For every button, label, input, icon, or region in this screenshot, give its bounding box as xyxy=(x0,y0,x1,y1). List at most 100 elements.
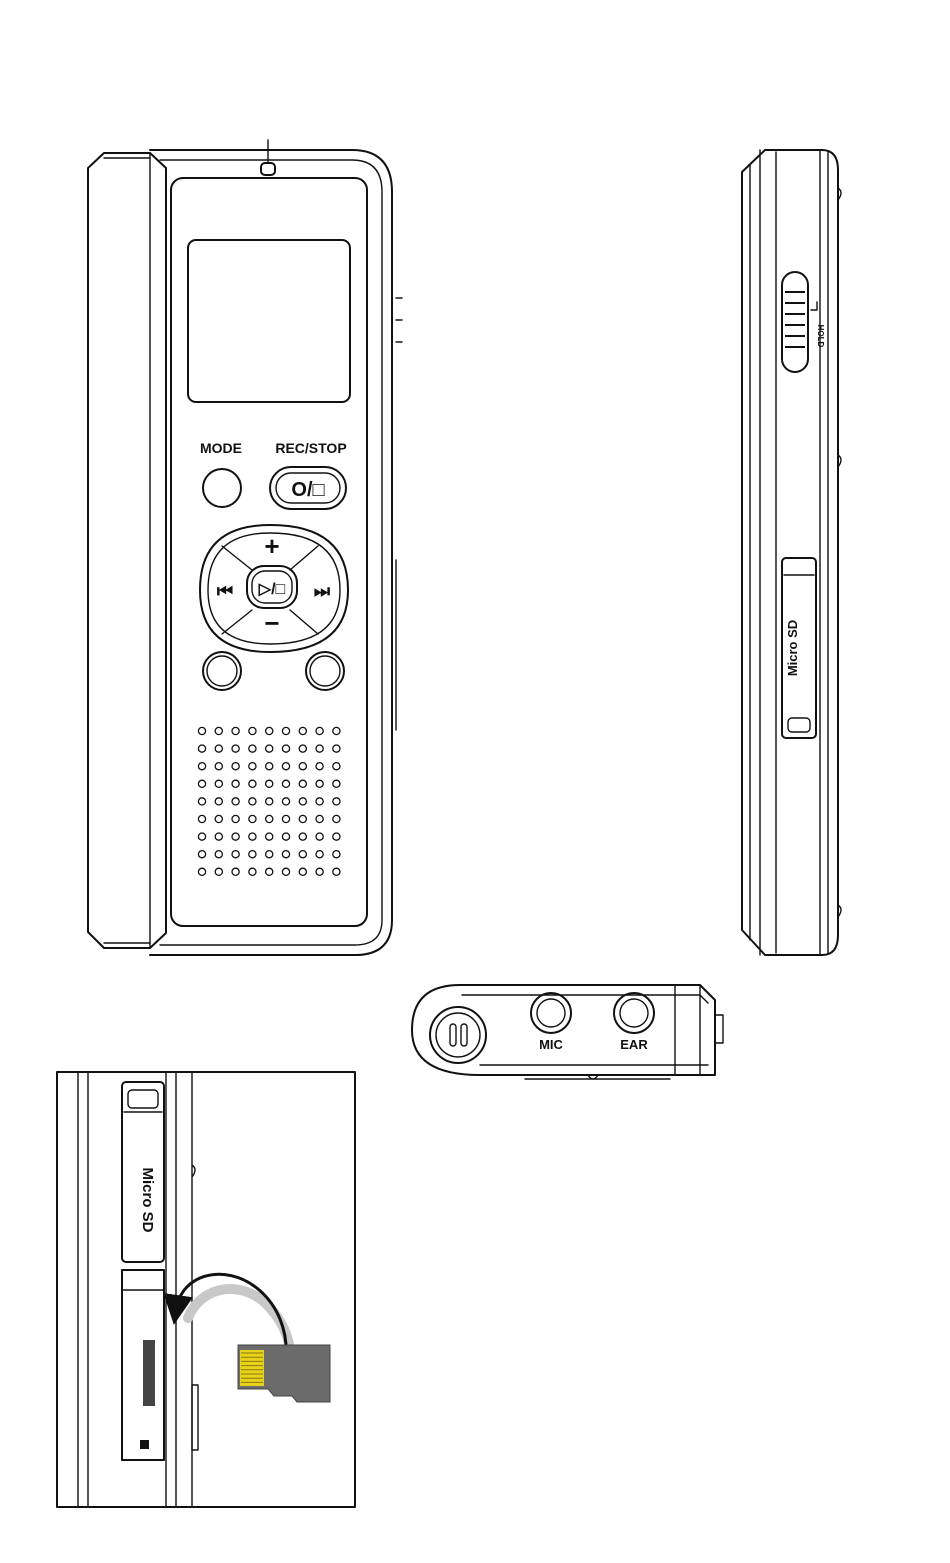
hold-switch[interactable] xyxy=(782,272,808,372)
speaker-hole xyxy=(299,763,306,770)
speaker-hole xyxy=(215,798,222,805)
speaker-hole xyxy=(333,815,340,822)
strap-slot-1 xyxy=(450,1024,456,1046)
strap-loop-inner xyxy=(436,1013,480,1057)
mode-label: MODE xyxy=(200,440,242,456)
volume-down-button[interactable]: − xyxy=(264,608,279,638)
speaker-hole xyxy=(198,798,205,805)
speaker-hole xyxy=(333,851,340,858)
dpad-divider-br xyxy=(290,610,318,634)
speaker-hole xyxy=(232,833,239,840)
detail-side-mark xyxy=(192,1385,198,1450)
strap-slot-2 xyxy=(461,1024,467,1046)
speaker-hole xyxy=(232,763,239,770)
microsd-card-contacts xyxy=(240,1350,264,1386)
volume-up-button[interactable]: + xyxy=(264,531,279,561)
next-track-button[interactable]: ⏭ xyxy=(314,581,331,601)
edge-inner-top xyxy=(462,995,708,1003)
speaker-hole xyxy=(299,780,306,787)
speaker-hole xyxy=(198,745,205,752)
play-stop-symbol: ▷/□ xyxy=(258,581,286,598)
speaker-hole xyxy=(299,727,306,734)
speaker-hole xyxy=(249,851,256,858)
speaker-hole xyxy=(282,815,289,822)
side-microsd-label: Micro SD xyxy=(785,620,800,676)
speaker-hole xyxy=(215,815,222,822)
side-view: HOLD Micro SD xyxy=(742,150,841,955)
speaker-hole xyxy=(198,780,205,787)
lower-right-button[interactable] xyxy=(306,652,344,690)
speaker-hole xyxy=(333,745,340,752)
front-left-rail xyxy=(88,153,166,948)
dpad-divider-tl xyxy=(222,546,252,570)
speaker-hole xyxy=(316,815,323,822)
speaker-grille xyxy=(198,727,340,875)
side-body-outline xyxy=(742,150,838,955)
speaker-hole xyxy=(282,833,289,840)
speaker-hole xyxy=(249,780,256,787)
detail-frame xyxy=(57,1072,355,1507)
mic-jack[interactable] xyxy=(537,999,565,1027)
lower-left-button[interactable] xyxy=(203,652,241,690)
speaker-hole xyxy=(249,868,256,875)
hold-indicator xyxy=(811,302,817,310)
contacts-pad xyxy=(240,1350,264,1386)
speaker-hole xyxy=(215,727,222,734)
speaker-hole xyxy=(316,763,323,770)
speaker-hole xyxy=(282,851,289,858)
speaker-hole xyxy=(215,833,222,840)
microsd-slot[interactable] xyxy=(143,1340,155,1406)
speaker-hole xyxy=(266,745,273,752)
mode-button[interactable] xyxy=(203,469,241,507)
speaker-hole xyxy=(316,780,323,787)
speaker-hole xyxy=(249,745,256,752)
strap-loop-outer xyxy=(430,1007,486,1063)
speaker-hole xyxy=(333,868,340,875)
speaker-hole xyxy=(198,763,205,770)
speaker-hole xyxy=(232,798,239,805)
speaker-hole xyxy=(316,833,323,840)
dpad-divider-tr xyxy=(290,546,318,570)
speaker-hole xyxy=(282,745,289,752)
speaker-hole xyxy=(282,727,289,734)
rec-stop-symbol: O/□ xyxy=(291,479,324,501)
speaker-hole xyxy=(266,780,273,787)
speaker-hole xyxy=(198,815,205,822)
previous-track-button[interactable]: ⏮ xyxy=(217,581,233,601)
microsd-detail-panel: Micro SD xyxy=(57,1072,355,1507)
speaker-hole xyxy=(266,763,273,770)
detail-microsd-label: Micro SD xyxy=(139,1167,156,1232)
hold-label: HOLD xyxy=(816,325,825,348)
speaker-hole xyxy=(215,851,222,858)
speaker-hole xyxy=(215,745,222,752)
speaker-hole xyxy=(282,780,289,787)
speaker-hole xyxy=(232,727,239,734)
speaker-hole xyxy=(266,868,273,875)
edge-side-button xyxy=(715,1015,723,1043)
lower-left-button-inner xyxy=(207,656,237,686)
speaker-hole xyxy=(249,727,256,734)
speaker-hole xyxy=(232,868,239,875)
speaker-hole xyxy=(232,851,239,858)
speaker-hole xyxy=(333,780,340,787)
speaker-hole xyxy=(198,727,205,734)
speaker-hole xyxy=(333,833,340,840)
speaker-hole xyxy=(299,833,306,840)
speaker-hole xyxy=(215,763,222,770)
speaker-hole xyxy=(299,868,306,875)
speaker-hole xyxy=(266,727,273,734)
speaker-hole xyxy=(282,868,289,875)
edge-view: MIC EAR xyxy=(412,985,723,1079)
speaker-hole xyxy=(316,727,323,734)
speaker-hole xyxy=(316,868,323,875)
speaker-hole xyxy=(266,851,273,858)
speaker-hole xyxy=(232,815,239,822)
lower-right-button-inner xyxy=(310,656,340,686)
ear-jack[interactable] xyxy=(620,999,648,1027)
speaker-hole xyxy=(299,745,306,752)
ear-label: EAR xyxy=(620,1037,648,1052)
side-microsd-tab xyxy=(788,718,810,732)
speaker-hole xyxy=(333,763,340,770)
detail-cover-tab xyxy=(128,1090,158,1108)
